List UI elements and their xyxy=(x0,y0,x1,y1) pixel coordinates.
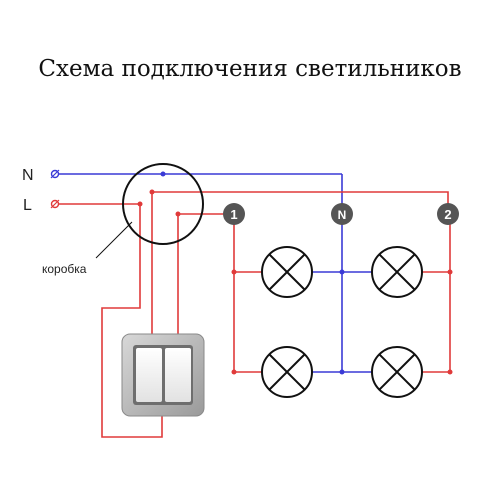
terminal-1: 1 xyxy=(223,203,245,225)
line-label: L xyxy=(23,197,32,214)
terminal-2: 2 xyxy=(437,203,459,225)
junction-box xyxy=(122,163,204,245)
terminal-2-label: 2 xyxy=(444,207,451,222)
terminal-1-label: 1 xyxy=(230,207,237,222)
terminal-n: N xyxy=(331,203,353,225)
junction-dots xyxy=(137,171,453,375)
input-terminals xyxy=(50,169,60,209)
line-wires xyxy=(58,191,451,438)
box-label: коробка xyxy=(42,262,87,276)
double-switch xyxy=(121,333,205,417)
lamp-top-left xyxy=(261,246,313,298)
lamp-top-right xyxy=(371,246,423,298)
lamp-bottom-left xyxy=(261,346,313,398)
lamp-bottom-right xyxy=(371,346,423,398)
neutral-label: N xyxy=(22,167,34,184)
terminal-n-label: N xyxy=(338,208,347,222)
box-pointer xyxy=(95,221,133,259)
diagram-title: Схема подключения светильников xyxy=(38,56,462,82)
